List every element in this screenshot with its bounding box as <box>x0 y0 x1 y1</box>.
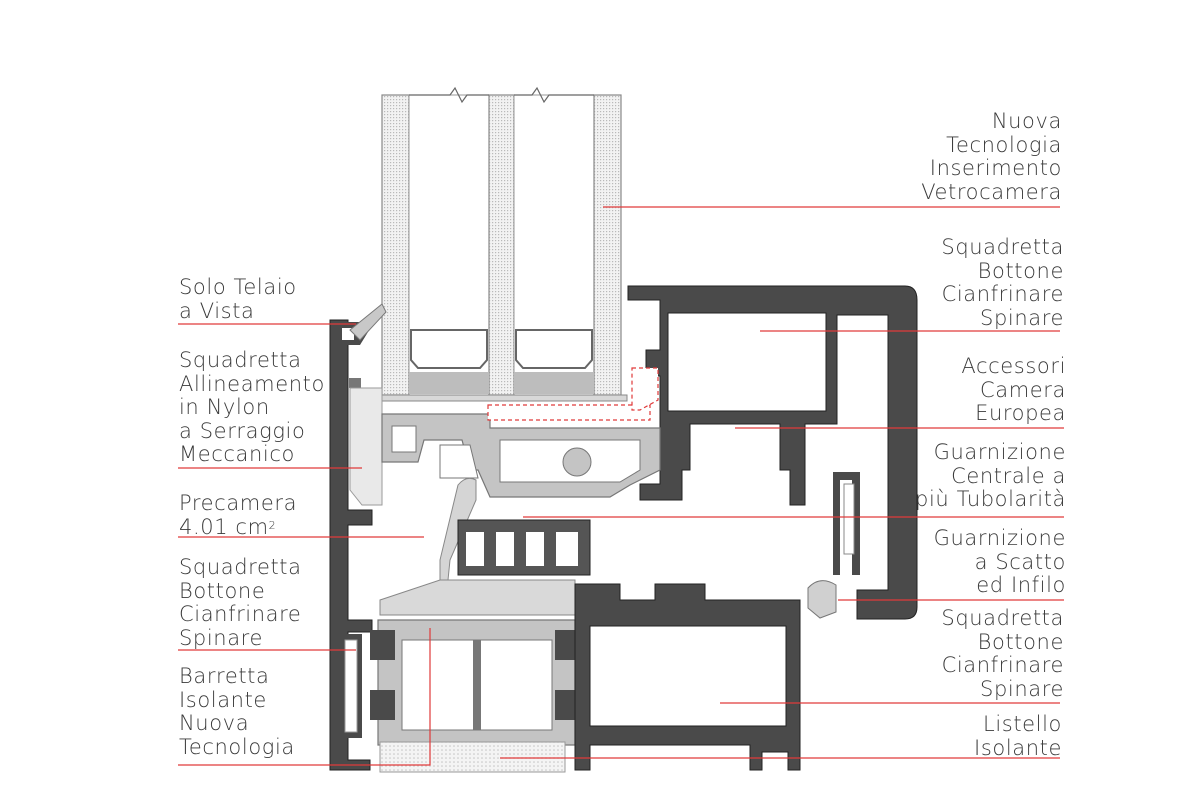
label-line: Cianfrinare <box>941 282 1064 306</box>
label-line: più Tubolarità <box>915 487 1066 511</box>
label-line: Bottone <box>977 629 1064 654</box>
label-line: Camera <box>979 377 1066 402</box>
label-line: Cianfrinare <box>179 602 302 626</box>
label-line: Accessori <box>961 354 1066 378</box>
label-squadretta-bottone-bottom: Squadretta Bottone Cianfrinare Spinare <box>941 606 1064 701</box>
label-line: Squadretta <box>179 348 302 372</box>
label-line: Squadretta <box>941 606 1064 630</box>
nylon-alignment-bracket <box>349 387 383 506</box>
sash-inner-extrusion <box>381 367 661 498</box>
label-accessori: Accessori Camera Europea <box>961 354 1066 426</box>
label-line: Centrale a <box>951 463 1066 488</box>
label-line: Listello <box>983 712 1062 736</box>
label-line: a Vista <box>179 298 255 323</box>
label-precamera: Precamera 4.01 cm2 <box>179 491 298 540</box>
label-line: Tecnologia <box>179 734 295 759</box>
superscript: 2 <box>268 518 277 532</box>
label-line: Nuova <box>991 109 1062 133</box>
outer-frame <box>329 303 387 771</box>
label-line: Inserimento <box>929 156 1062 180</box>
label-line: Vetrocamera <box>921 179 1062 204</box>
label-line: Nuova <box>179 711 250 735</box>
sash-profile <box>627 285 918 620</box>
label-line: in Nylon <box>179 395 270 419</box>
label-line: a Scatto <box>974 549 1066 574</box>
central-gasket <box>439 477 591 586</box>
label-squadretta-allineamento: Squadretta Allineamento in Nylon a Serra… <box>179 348 325 467</box>
label-line: Spinare <box>980 676 1064 701</box>
label-line: Tecnologia <box>946 132 1062 157</box>
label-guarnizione-scatto: Guarnizione a Scatto ed Infilo <box>933 526 1066 598</box>
frame-outer-right-profile <box>574 580 837 771</box>
leader-lines <box>178 206 1064 766</box>
label-line: Isolante <box>179 687 267 712</box>
label-line: Spinare <box>179 625 263 650</box>
label-line: Squadretta <box>179 555 302 579</box>
precamera-value: 4.01 cm <box>179 514 269 539</box>
label-solo-telaio: Solo Telaio a Vista <box>179 275 297 323</box>
label-line: Squadretta <box>941 235 1064 259</box>
label-guarnizione-centrale: Guarnizione Centrale a più Tubolarità <box>915 440 1066 512</box>
label-line: Precamera <box>179 491 298 515</box>
glass-unit <box>381 86 628 402</box>
label-squadretta-bottone-left: Squadretta Bottone Cianfrinare Spinare <box>179 555 302 650</box>
label-line: Bottone <box>179 578 266 603</box>
label-nuova-tecnologia: Nuova Tecnologia Inserimento Vetrocamera <box>921 109 1062 204</box>
label-line: Meccanico <box>179 442 295 466</box>
label-barretta-isolante: Barretta Isolante Nuova Tecnologia <box>179 664 295 759</box>
label-line: Allineamento <box>179 371 325 396</box>
label-line: Barretta <box>179 664 270 688</box>
label-line: Guarnizione <box>933 440 1066 464</box>
frame-main-profile <box>370 579 580 773</box>
label-line: Bottone <box>977 258 1064 283</box>
label-line: Solo Telaio <box>179 275 297 299</box>
leader-barretta-isolante <box>178 628 431 766</box>
label-squadretta-bottone-top: Squadretta Bottone Cianfrinare Spinare <box>941 235 1064 330</box>
label-line-with-unit: 4.01 cm2 <box>179 514 297 540</box>
label-listello-isolante: Listello Isolante <box>974 712 1062 760</box>
label-line: Isolante <box>974 735 1062 760</box>
label-line: ed Infilo <box>976 573 1066 597</box>
label-line: Guarnizione <box>933 526 1066 550</box>
label-line: Europea <box>975 401 1066 425</box>
label-line: Cianfrinare <box>941 653 1064 677</box>
label-line: a Serraggio <box>179 418 306 443</box>
label-line: Spinare <box>980 305 1064 330</box>
